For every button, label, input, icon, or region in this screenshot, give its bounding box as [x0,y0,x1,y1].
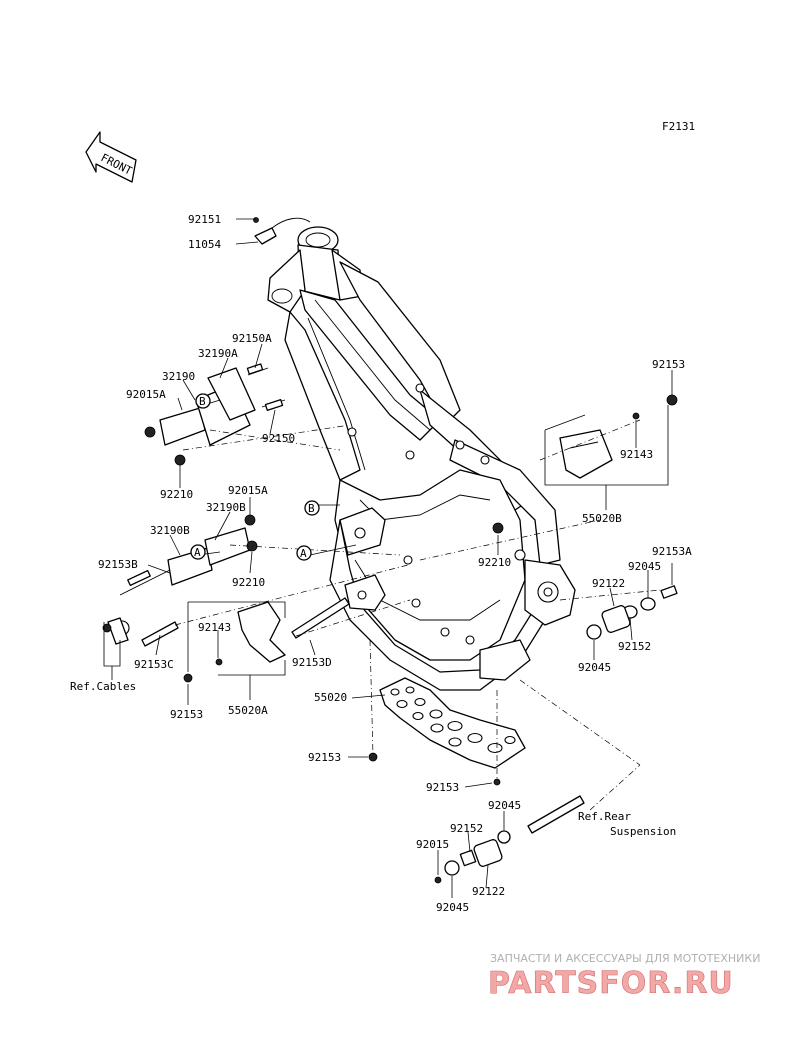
label-92152-r: 92152 [618,640,651,653]
callout-a-frame: A [300,547,307,560]
bolt-92153c [102,617,179,647]
front-arrow-icon: FRONT [85,131,137,183]
label-92045-r2: 92045 [578,661,611,674]
label-92045-b2: 92045 [436,901,469,914]
label-92015-b: 92015 [416,838,449,851]
pivot-parts-lower [434,795,585,884]
label-92143-right: 92143 [620,448,653,461]
label-55020: 55020 [314,691,347,704]
callout-a-lower: A [194,546,201,559]
long-bolt-92153d [291,597,350,639]
label-92150: 92150 [262,432,295,445]
chain-guide-right [559,394,678,479]
label-92015A-mid: 92015A [228,484,268,497]
callout-circle-a1 [190,544,206,560]
label-92153A: 92153A [652,545,692,558]
label-92152-b: 92152 [450,822,483,835]
main-frame [267,226,576,691]
cable-clamp-part [253,217,311,245]
skid-plate [368,677,526,786]
frame-bolt-92210 [492,522,504,534]
label-92122-r: 92122 [592,577,625,590]
center-lines [174,419,661,811]
label-92122-b: 92122 [472,885,505,898]
ref-cables-label: Ref.Cables [70,680,136,693]
label-92045-b1: 92045 [488,799,521,812]
label-92153D: 92153D [292,656,332,669]
label-32190A: 32190A [198,347,238,360]
label-32190B-a: 32190B [206,501,246,514]
label-92143-left: 92143 [198,621,231,634]
label-92153-skid1: 92153 [308,751,341,764]
label-92153-skid2: 92153 [426,781,459,794]
watermark-brand: PARTSFOR.RU [488,966,734,1001]
label-92153-left: 92153 [170,708,203,721]
label-92045-r1: 92045 [628,560,661,573]
label-92210-top: 92210 [160,488,193,501]
ref-rear-label: Ref.Rear [578,810,631,823]
label-92210-frame: 92210 [478,556,511,569]
label-92153-topright: 92153 [652,358,685,371]
label-55020B: 55020B [582,512,622,525]
label-32190B-b: 32190B [150,524,190,537]
leader-lines [103,218,673,898]
label-92150A: 92150A [232,332,272,345]
label-11054: 11054 [188,238,221,251]
callout-circle-a2 [296,545,312,561]
part-labels: 92151 11054 92150A 32190A 32190 92015A 9… [70,213,692,914]
callout-circles: B A B A [190,393,320,561]
label-92153C: 92153C [134,658,174,671]
watermark-caption: ЗАПЧАСТИ И АКСЕССУАРЫ ДЛЯ МОТОТЕХНИКИ [490,952,760,965]
callout-circle-b2 [304,500,320,516]
callout-b-upper: B [199,395,206,408]
label-92210-mid: 92210 [232,576,265,589]
figure-code: F2131 [662,120,695,133]
watermark: ЗАПЧАСТИ И АКСЕССУАРЫ ДЛЯ МОТОТЕХНИКИ PA… [488,952,761,1001]
pivot-parts-right [586,585,678,640]
label-92151: 92151 [188,213,221,226]
label-92153B: 92153B [98,558,138,571]
label-32190: 32190 [162,370,195,383]
callout-b-frame: B [308,502,315,515]
label-92015A-top: 92015A [126,388,166,401]
label-55020A: 55020A [228,704,268,717]
callout-circle-b1 [195,393,211,409]
ref-suspension-label: Suspension [610,825,676,838]
chain-guide-left [183,601,286,683]
